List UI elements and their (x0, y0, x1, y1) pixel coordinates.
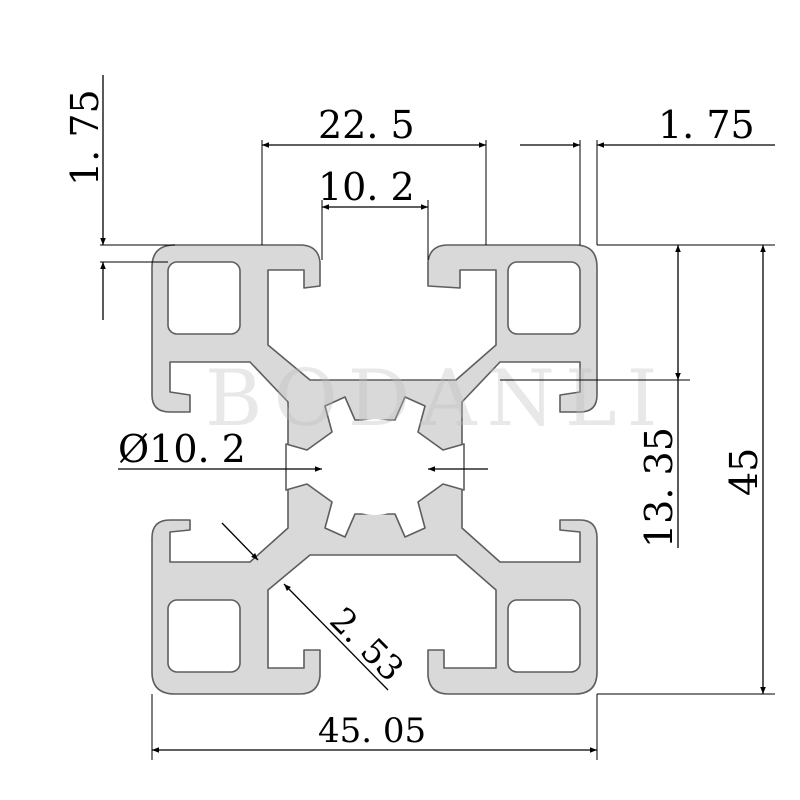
cavity-top-left (167, 261, 241, 335)
aluminum-profile (151, 244, 598, 695)
cavity-top-right (507, 261, 581, 335)
center-bore-core (327, 419, 423, 515)
dim-half-height: 13. 35 (637, 427, 681, 548)
dim-top-slot-wall: 1. 75 (63, 89, 107, 186)
dimension-labels: 1. 75 22. 5 10. 2 1. 75 Ø10. 2 13. 35 45… (63, 89, 766, 751)
cavity-bottom-right (507, 599, 581, 673)
dim-total-height: 45 (722, 448, 766, 496)
dim-right-wall: 1. 75 (658, 103, 755, 147)
dim-center-bore: Ø10. 2 (118, 427, 246, 471)
dim-total-width: 45. 05 (318, 711, 426, 751)
cavity-bottom-left (167, 599, 241, 673)
dimension-lines (100, 75, 775, 760)
dim-slot-opening: 10. 2 (318, 165, 415, 209)
watermark: BODANLI (205, 354, 667, 444)
dim-top-width: 22. 5 (318, 103, 415, 147)
dim-web-thickness: 2. 53 (322, 600, 411, 689)
